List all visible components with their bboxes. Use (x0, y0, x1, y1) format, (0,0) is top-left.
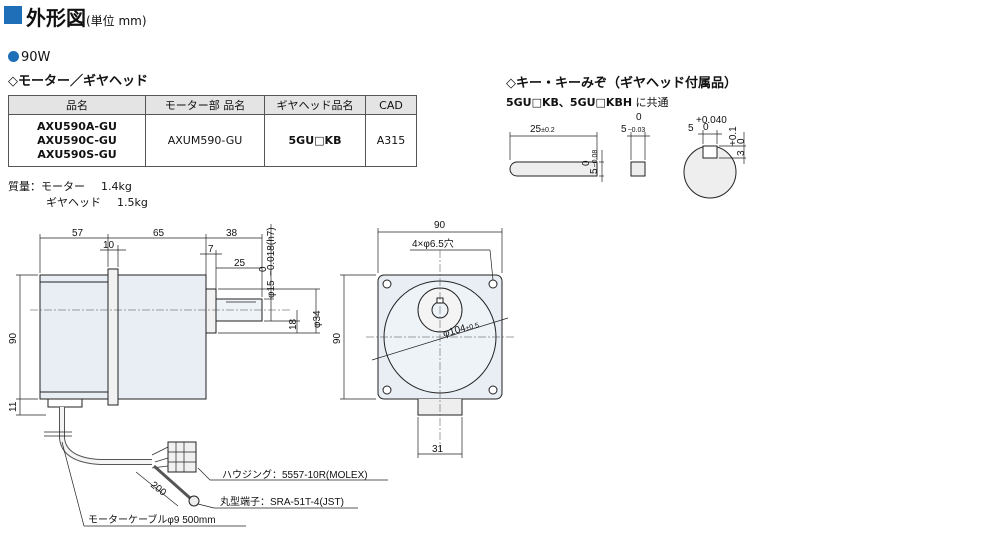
ground-wire (153, 464, 191, 500)
dim-90-front-side: 90 (332, 332, 343, 344)
key-height-tol-top: 0 (581, 160, 592, 166)
groove-depth-tol-bot: 0 (736, 138, 747, 144)
model-name: AXU590S-GU (37, 147, 117, 161)
terminal-label: 丸型端子：SRA-51T-4(JST) (220, 495, 344, 508)
dim-90-side: 90 (8, 332, 19, 344)
unit-label: (単位 mm) (86, 14, 147, 28)
groove-width-dim: 5 (688, 123, 694, 134)
col-header-cad: CAD (365, 95, 417, 115)
col-header-gearhead: ギヤヘッド品名 (264, 95, 366, 115)
dim-11: 11 (8, 401, 19, 412)
key-groove (702, 145, 718, 159)
dim-38: 38 (226, 228, 238, 239)
model-cell: AXU590A-GU AXU590C-GU AXU590S-GU (8, 114, 146, 167)
dim-holes: 4×φ6.5穴 (412, 237, 454, 250)
dim-shaft-tol: −0.018(h7) (266, 227, 277, 276)
key-end-view (630, 161, 646, 177)
dim-65: 65 (153, 228, 165, 239)
key-drawings: 25±0.2 5−0.08 0 0 5−0.03 5 +0.040 0 3 +0… (509, 112, 747, 199)
section-dot-icon (8, 51, 19, 62)
model-name: AXU590C-GU (37, 133, 117, 147)
outline-drawing: 57 10 65 38 7 25 φ15 0 −0.018(h7) φ34 18… (8, 220, 514, 527)
col-header-model: 品名 (8, 95, 146, 115)
model-name: AXU590A-GU (37, 119, 117, 133)
gearhead-body (117, 274, 207, 400)
ring-terminal (188, 495, 200, 507)
cad-cell: A315 (365, 114, 417, 167)
cable-label: モーターケーブルφ9 500mm (88, 513, 216, 526)
gear-boss (205, 288, 217, 334)
dim-10: 10 (103, 240, 115, 251)
groove-depth-tol-top: +0.1 (728, 126, 739, 146)
motor-name-cell: AXUM590-GU (145, 114, 265, 167)
mount-hole (488, 279, 498, 289)
key-side-view (509, 161, 598, 177)
motor-body (39, 274, 109, 400)
motor-heading: ◇モーター／ギヤヘッド (8, 74, 148, 89)
key-length-dim: 25±0.2 (530, 124, 555, 135)
mount-hole (382, 385, 392, 395)
groove-depth-dim: 3 (736, 150, 747, 156)
mount-hole (382, 279, 392, 289)
dim-7: 7 (208, 244, 214, 255)
dim-57: 57 (72, 228, 84, 239)
housing-label: ハウジング：5557-10R(MOLEX) (222, 468, 368, 481)
key-width-dim: 5−0.03 (621, 124, 645, 135)
title-marker (4, 6, 22, 24)
dim-18: 18 (288, 318, 299, 330)
page-title: 外形図(単位 mm) (26, 6, 147, 30)
key-height-dim: 5−0.08 (589, 150, 600, 174)
section-label: 90W (8, 50, 50, 65)
key-heading: ◇キー・キーみぞ（ギヤヘッド付属品） (506, 76, 737, 91)
col-header-motor: モーター部 品名 (145, 95, 265, 115)
flange (107, 268, 119, 406)
spec-table: 品名 モーター部 品名 ギヤヘッド品名 CAD AXU590A-GU AXU59… (8, 95, 417, 167)
dim-34: φ34 (312, 310, 323, 328)
dim-90-front-top: 90 (434, 220, 446, 231)
dim-31: 31 (432, 444, 444, 455)
dim-shaft-tol-top: 0 (258, 266, 269, 272)
groove-width-tol-top: +0.040 (696, 115, 727, 126)
connector-housing (167, 441, 197, 473)
mount-hole (488, 385, 498, 395)
dim-25: 25 (234, 258, 246, 269)
key-width-tol-top: 0 (636, 112, 642, 123)
key-note: 5GU□KB、5GU□KBH に共通 (506, 96, 669, 109)
motor-cable (59, 407, 152, 465)
groove-width-tol-bot: 0 (703, 122, 709, 133)
cable-gland (47, 399, 83, 408)
gearhead-name-cell: 5GU□KB (264, 114, 366, 167)
